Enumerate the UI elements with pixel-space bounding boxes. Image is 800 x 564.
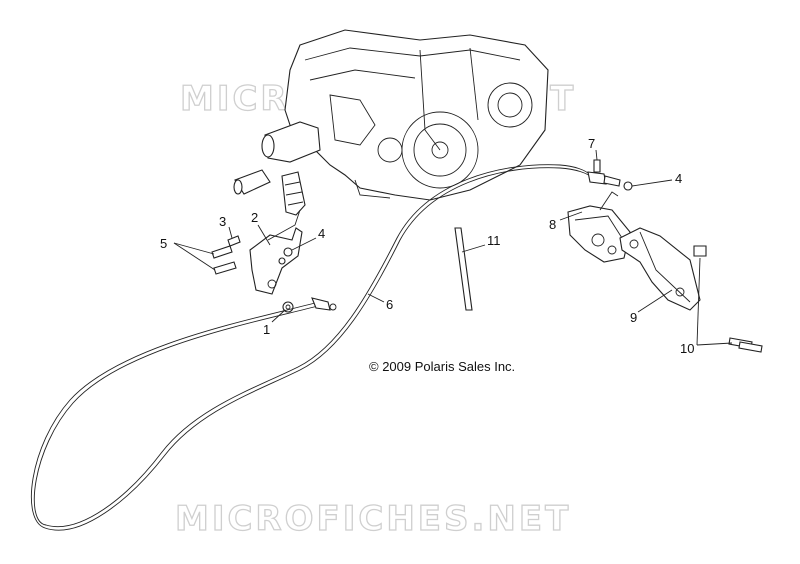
callout-5: 5	[160, 236, 167, 251]
leader-lines	[173, 149, 733, 346]
bolts-10	[693, 245, 763, 353]
mounting-bracket	[619, 227, 701, 311]
watermark-bottom: MICROFICHES.NET	[175, 499, 571, 539]
clip-4-right	[623, 181, 633, 191]
copyright-notice: © 2009 Polaris Sales Inc.	[369, 359, 515, 374]
callout-4-left: 4	[318, 226, 325, 241]
callout-1: 1	[263, 322, 270, 337]
pin-7	[593, 159, 601, 173]
callout-10: 10	[680, 341, 694, 356]
nut-4-left	[278, 247, 293, 265]
brake-lever	[249, 171, 306, 295]
callout-3: 3	[219, 214, 226, 229]
bolt-3	[227, 235, 241, 247]
brake-caliper	[567, 191, 631, 263]
brake-cable	[30, 164, 621, 531]
callout-4-right: 4	[675, 171, 682, 186]
rod-11	[454, 227, 473, 311]
callout-11: 11	[487, 233, 501, 248]
bolts-5-left	[211, 245, 237, 275]
callout-6: 6	[386, 297, 393, 312]
callout-7: 7	[588, 136, 595, 151]
callout-8: 8	[549, 217, 556, 232]
callout-2: 2	[251, 210, 258, 225]
callout-9: 9	[630, 310, 637, 325]
